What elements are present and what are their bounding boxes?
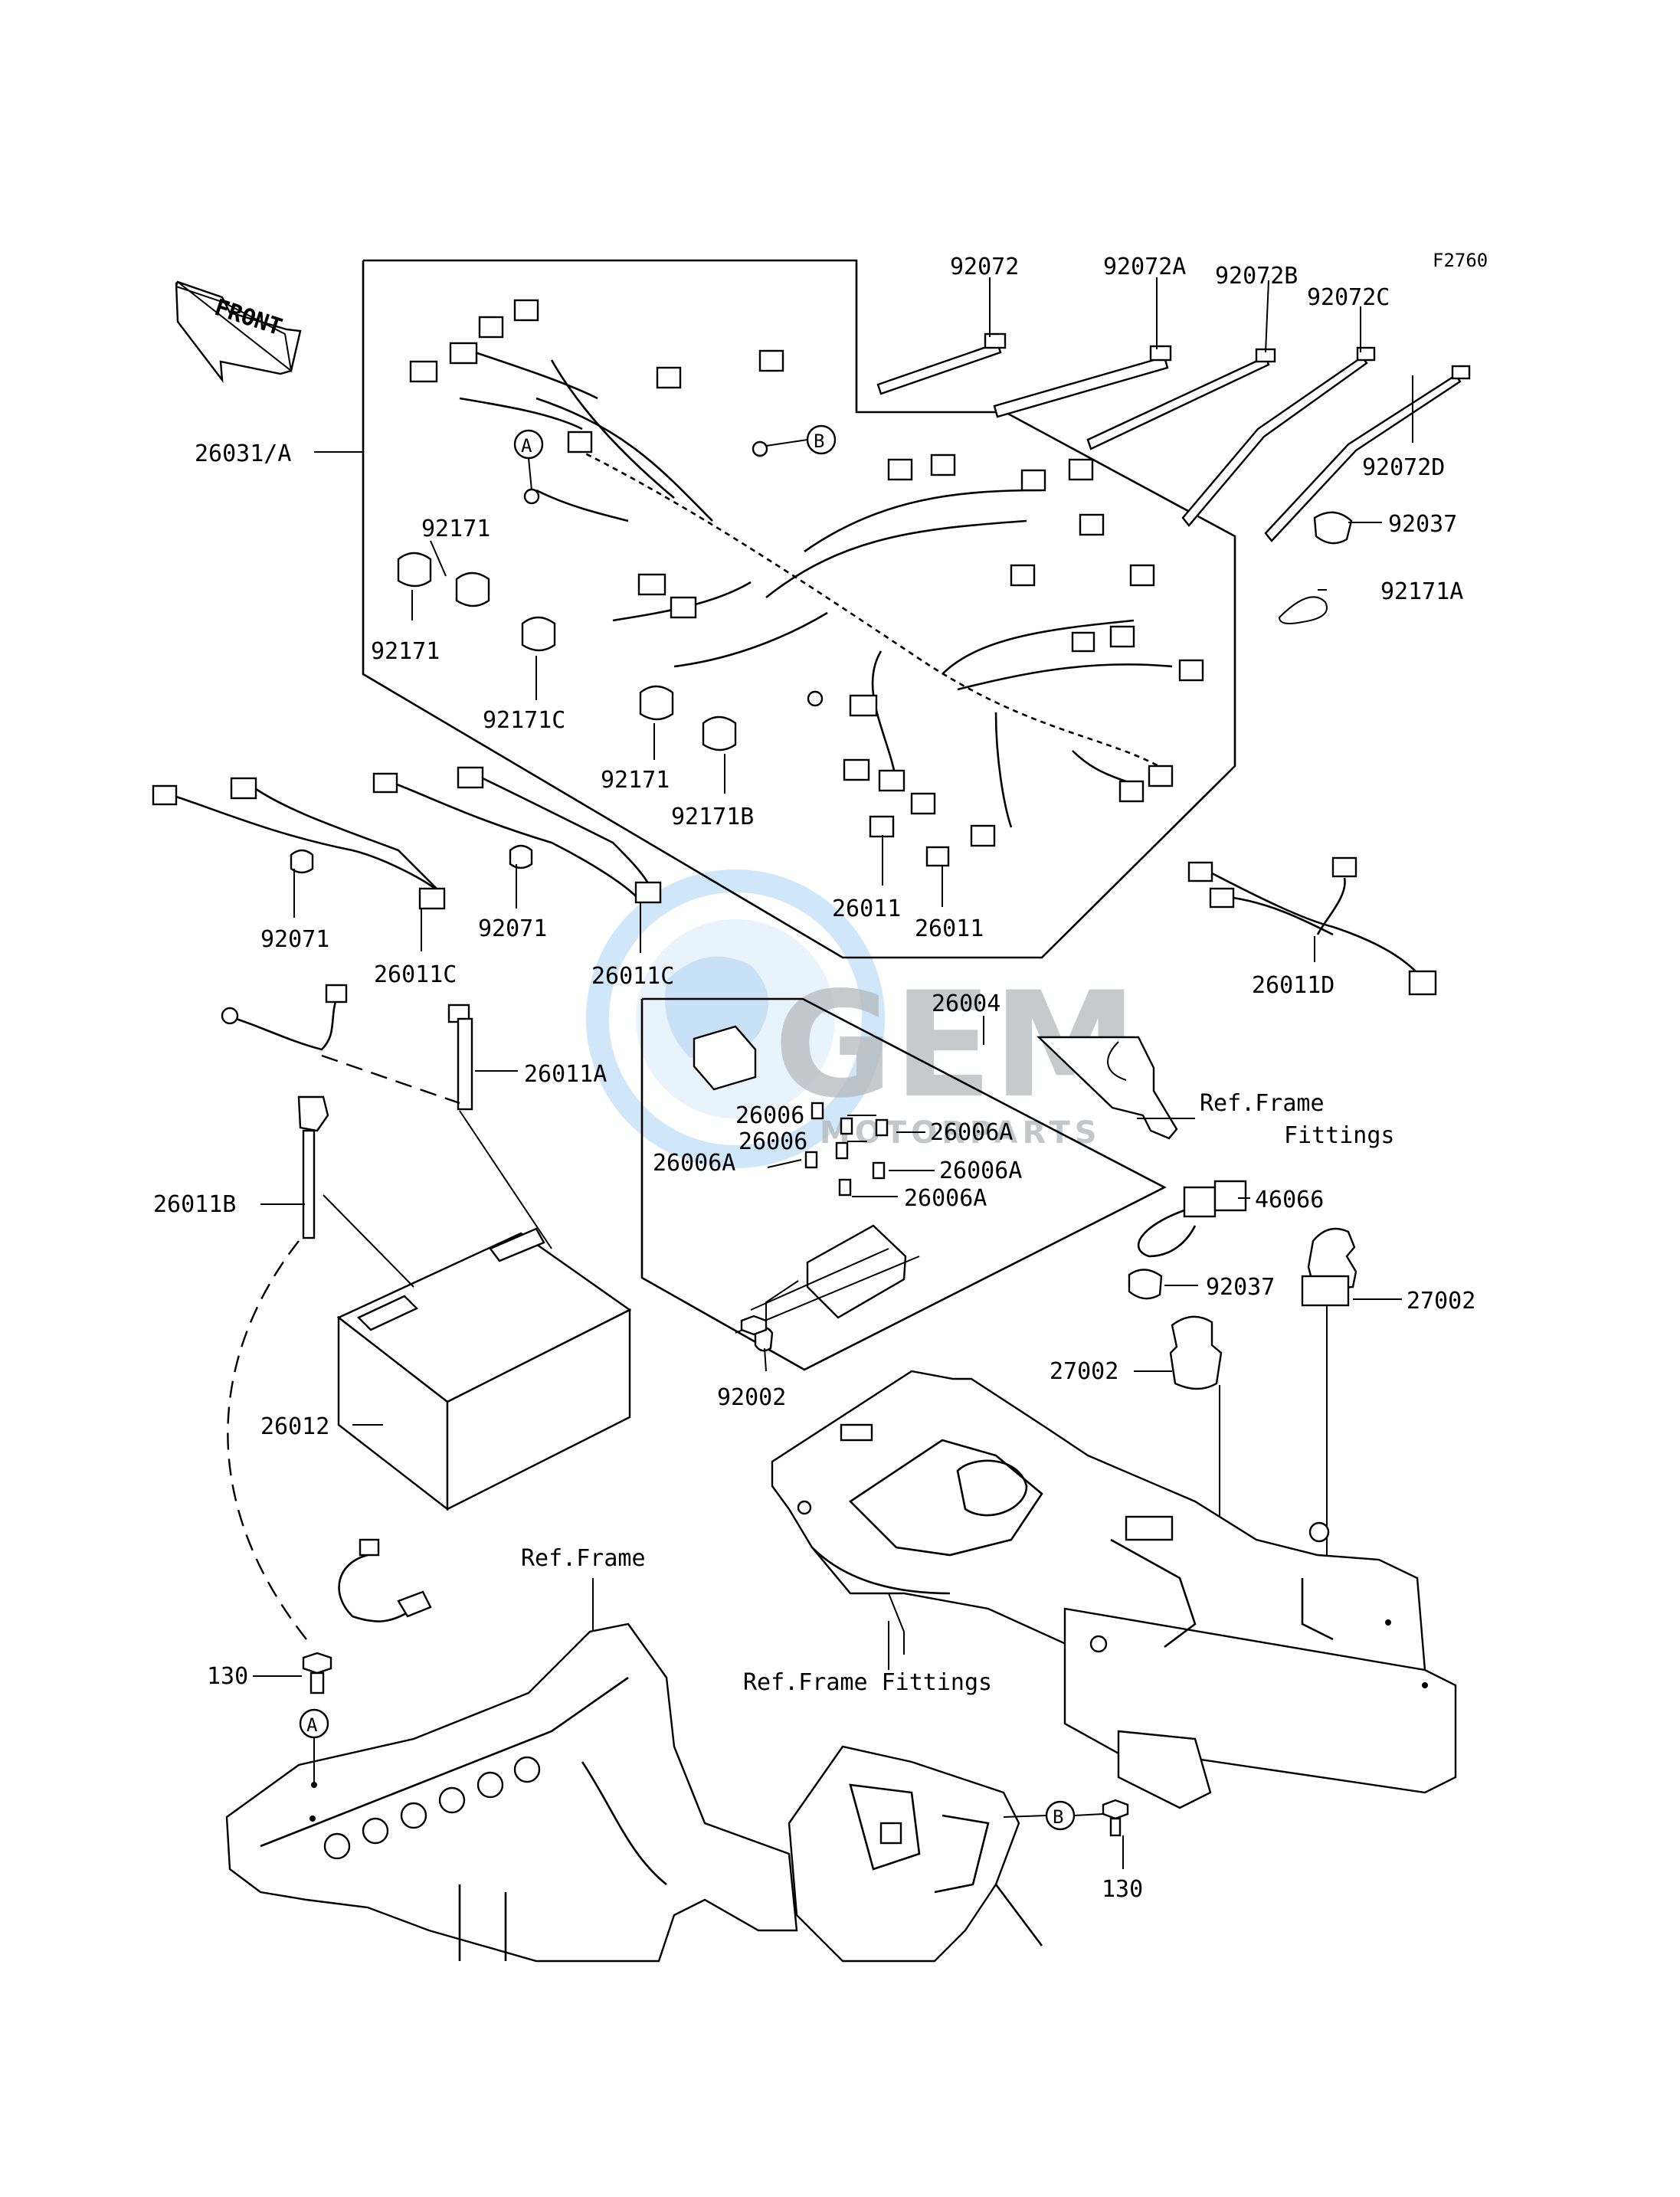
label-92071-a: 92071 bbox=[260, 926, 329, 953]
label-ref-frame: Ref.Frame bbox=[521, 1545, 646, 1572]
label-92037-top: 92037 bbox=[1388, 511, 1457, 538]
part-labels: 92072 92072A 92072B 92072C 92072D 92037 … bbox=[153, 254, 1475, 1903]
frame-fittings-tray bbox=[771, 1370, 1457, 1809]
label-26006-b: 26006 bbox=[738, 1128, 807, 1155]
label-92072B: 92072B bbox=[1215, 263, 1298, 290]
label-26011D: 26011D bbox=[1252, 972, 1335, 999]
sensor-parts bbox=[1128, 1180, 1357, 1632]
label-130-b: 130 bbox=[1102, 1876, 1143, 1903]
watermark-sub: MOTORPARTS bbox=[820, 1115, 1102, 1151]
label-26031A: 26031/A bbox=[195, 440, 291, 467]
callout-a-bottom-label: A bbox=[306, 1714, 318, 1736]
main-frame bbox=[225, 1622, 1043, 1963]
callout-a-bottom: A bbox=[299, 1708, 329, 1785]
label-92171B: 92171B bbox=[671, 804, 754, 830]
label-92171A: 92171A bbox=[1380, 578, 1463, 605]
label-26011-a: 26011 bbox=[832, 895, 901, 922]
sub-harness-26011C bbox=[152, 766, 662, 910]
callout-b-bottom: B bbox=[1003, 1800, 1104, 1831]
label-26006A-c: 26006A bbox=[939, 1157, 1022, 1184]
battery-26012 bbox=[323, 1110, 632, 1511]
harness-connectors bbox=[409, 299, 1204, 867]
label-92171-b: 92171 bbox=[371, 638, 440, 665]
label-92072C: 92072C bbox=[1307, 284, 1390, 311]
harness-group-outline bbox=[362, 259, 1236, 959]
label-92072: 92072 bbox=[950, 254, 1019, 280]
label-92072D: 92072D bbox=[1362, 454, 1445, 481]
label-27002-a: 27002 bbox=[1407, 1288, 1475, 1315]
fuse-box-26004 bbox=[693, 1025, 1178, 1372]
label-92171-a: 92171 bbox=[421, 516, 490, 542]
label-27002-b: 27002 bbox=[1050, 1358, 1118, 1385]
battery-leads bbox=[221, 984, 473, 1640]
clip-parts bbox=[397, 552, 737, 751]
leader-lines bbox=[253, 277, 1413, 1869]
label-26004: 26004 bbox=[932, 990, 1000, 1017]
label-92002: 92002 bbox=[717, 1384, 786, 1411]
bolt-92002 bbox=[740, 1315, 768, 1336]
main-wire-harness bbox=[459, 351, 1175, 828]
bolt-130-left bbox=[302, 1652, 332, 1694]
fuse-group-outline bbox=[640, 997, 1167, 1371]
label-ref-frame-fittings-bottom: Ref.Frame Fittings bbox=[743, 1669, 992, 1696]
label-26006-a: 26006 bbox=[735, 1102, 804, 1129]
cable-ties bbox=[876, 332, 1471, 624]
label-26006A-a: 26006A bbox=[930, 1119, 1013, 1146]
label-26011C-a: 26011C bbox=[374, 961, 457, 988]
callout-b-top: B bbox=[765, 424, 837, 455]
label-26011A: 26011A bbox=[524, 1061, 607, 1088]
front-arrow-icon: FRONT bbox=[175, 280, 302, 383]
callout-a-top-label: A bbox=[521, 435, 532, 457]
label-26011C-b: 26011C bbox=[591, 963, 674, 990]
figure-code: F2760 bbox=[1433, 250, 1488, 271]
label-92171C: 92171C bbox=[483, 707, 565, 734]
callout-a-top: A bbox=[513, 429, 544, 491]
label-26011-b: 26011 bbox=[915, 915, 984, 942]
bolt-130-right bbox=[1102, 1799, 1129, 1837]
label-92072A: 92072A bbox=[1103, 254, 1186, 280]
label-26006A-d: 26006A bbox=[904, 1185, 987, 1212]
callout-b-top-label: B bbox=[814, 431, 824, 452]
callout-b-bottom-label: B bbox=[1053, 1806, 1063, 1828]
label-26011B: 26011B bbox=[153, 1191, 236, 1218]
label-92071-b: 92071 bbox=[478, 915, 547, 942]
sub-harness-26011D bbox=[1187, 856, 1437, 996]
label-92037-bottom: 92037 bbox=[1206, 1274, 1275, 1301]
label-ref-frame-fittings-2: Fittings bbox=[1284, 1122, 1395, 1149]
label-ref-frame-fittings-1: Ref.Frame bbox=[1200, 1090, 1325, 1117]
label-92171-c: 92171 bbox=[601, 767, 670, 794]
label-26006A-b: 26006A bbox=[653, 1150, 735, 1177]
label-26012: 26012 bbox=[260, 1413, 329, 1440]
label-130-a: 130 bbox=[207, 1663, 248, 1690]
label-46066: 46066 bbox=[1255, 1187, 1324, 1213]
